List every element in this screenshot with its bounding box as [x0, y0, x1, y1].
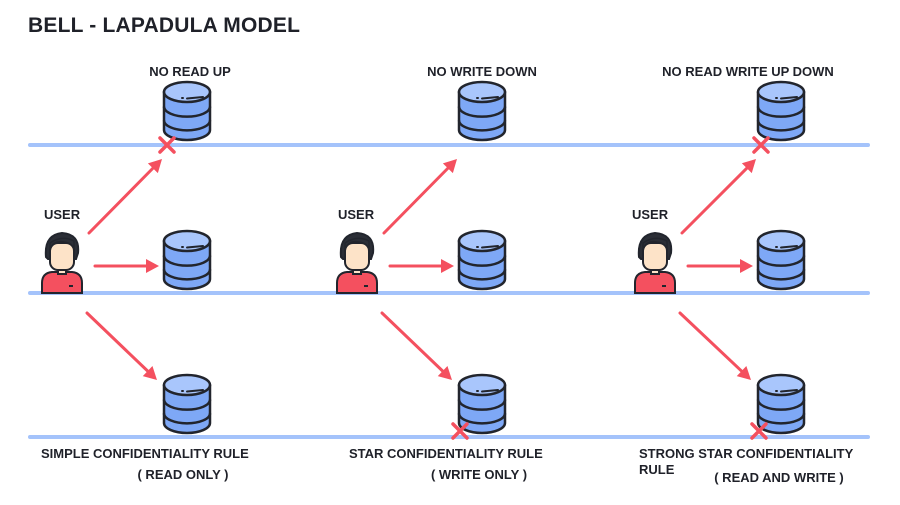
- panel-1-arrow-down: [85, 311, 157, 380]
- panel-3-arrow-down: [678, 311, 751, 380]
- panel-3-blocked-down-icon: [750, 422, 768, 440]
- panel-2-top-label: NO WRITE DOWN: [427, 64, 537, 79]
- panel-2-database-same: [457, 229, 507, 291]
- panel-1-database-same: [162, 229, 212, 291]
- panel-3-database-low: [756, 373, 806, 435]
- panel-2-user-avatar: [336, 231, 378, 294]
- panel-1-user-avatar: [41, 231, 83, 294]
- panel-1-arrow-up: [87, 159, 162, 235]
- panel-2-arrow-same: [388, 259, 454, 273]
- panel-1-blocked-up-icon: [158, 136, 176, 154]
- panel-3-database-same: [756, 229, 806, 291]
- panel-3-user-label: USER: [632, 207, 669, 222]
- panel-3-top-label: NO READ WRITE UP DOWN: [662, 64, 834, 79]
- panel-3-arrow-up: [680, 159, 756, 235]
- panel-2-rule-name: STAR CONFIDENTIALITY RULE: [349, 446, 543, 461]
- panel-1-rule-name: SIMPLE CONFIDENTIALITY RULE: [41, 446, 249, 461]
- panel-2-arrow-up: [382, 159, 457, 235]
- panel-3-rule-name-line1: STRONG STAR CONFIDENTIALITY: [639, 446, 854, 461]
- panel-3-database-high: [756, 80, 806, 142]
- panel-2-user-label: USER: [338, 207, 375, 222]
- panel-2-rule-mode: ( WRITE ONLY ): [430, 467, 528, 482]
- panel-2-arrow-down: [380, 311, 452, 380]
- panel-1-user-label: USER: [44, 207, 81, 222]
- panel-3-arrow-same: [686, 259, 753, 273]
- panel-3-user-avatar: [634, 231, 676, 294]
- panel-2-database-high: [457, 80, 507, 142]
- panel-3-blocked-up-icon: [752, 136, 770, 154]
- diagram-title: BELL - LAPADULA MODEL: [28, 14, 301, 37]
- panel-2-blocked-down-icon: [451, 422, 469, 440]
- panel-1-rule-mode: ( READ ONLY ): [137, 467, 229, 482]
- panel-1-database-low: [162, 373, 212, 435]
- panel-1-top-label: NO READ UP: [149, 64, 231, 79]
- panel-3-rule-name-line2: RULE: [639, 462, 675, 477]
- panel-1-database-high: [162, 80, 212, 142]
- panel-3-rule-mode: ( READ AND WRITE ): [714, 470, 844, 485]
- panel-2-database-low: [457, 373, 507, 435]
- panel-1-arrow-same: [93, 259, 159, 273]
